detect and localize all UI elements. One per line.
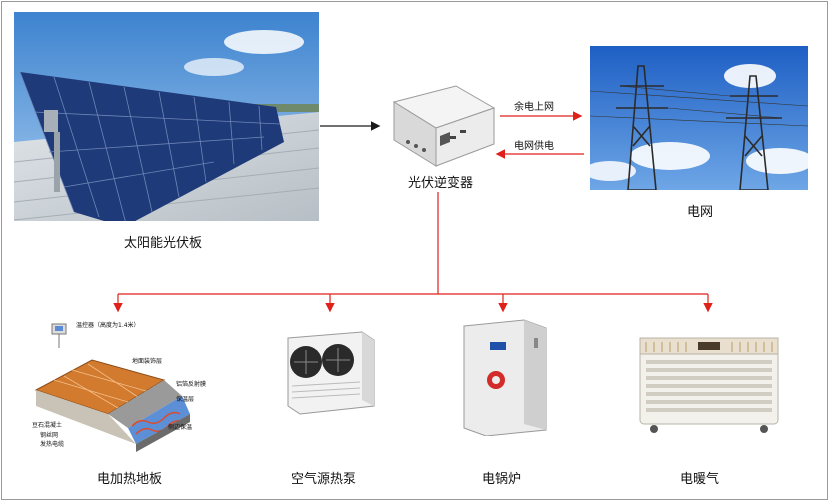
boiler-label: 电锅炉 [482,472,522,487]
floor-callout-edge-strip: 侧边保温 [168,424,193,431]
floor-callout-concrete: 豆石混凝土 [32,422,63,429]
boiler-image [462,318,548,436]
floor-callout-mesh: 钢丝网 [40,432,59,439]
to-grid-label: 余电上网 [514,102,554,113]
heat-pump-image [284,328,378,418]
floor-callout-surface: 地面装饰层 [132,358,163,365]
floor-callout-insulation: 保温层 [176,396,195,403]
floor-callout-moisture: 铝箔反射膜 [176,381,207,388]
grid-image [590,46,808,190]
solar-panel-image [14,12,319,221]
heater-image [636,334,782,434]
heater-label: 电暖气 [680,472,720,487]
floor-heating-label: 电加热地板 [97,472,163,487]
floor-heating-image [32,318,202,458]
solar-panel-label: 太阳能光伏板 [124,236,203,251]
inverter-label: 光伏逆变器 [408,176,474,191]
heat-pump-label: 空气源热泵 [291,472,357,487]
floor-callout-cable: 发热电缆 [40,441,65,448]
grid-label: 电网 [687,205,714,220]
from-grid-label: 电网供电 [514,141,554,152]
floor-callout-thermostat: 温控器（高度为1.4米） [76,322,140,329]
distribution-tree [113,192,713,313]
inverter-image [388,84,498,168]
